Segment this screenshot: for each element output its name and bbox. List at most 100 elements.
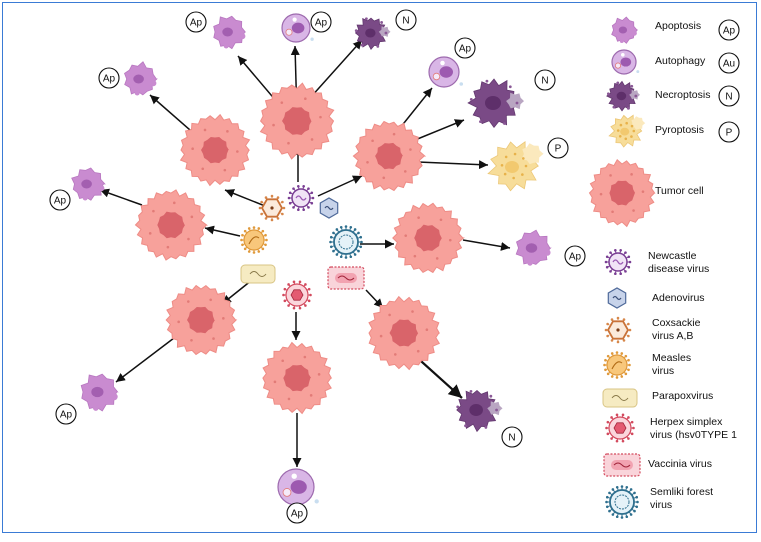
herpes-simplex-virus-icon [282, 280, 312, 310]
badge-ap-left: Ap [49, 189, 71, 211]
legend-adenovirus-label: Adenovirus [652, 292, 705, 304]
legend-badge-n: N [718, 85, 740, 107]
svg-text:Ap: Ap [459, 44, 472, 55]
legend-badge-au: Au [718, 52, 740, 74]
coxsackie-virus-icon [258, 194, 286, 222]
svg-text:N: N [508, 433, 515, 444]
legend-necroptosis-label: Necroptosis [655, 89, 710, 101]
diagram-frame [2, 2, 757, 533]
arrow-upper-left-tumor-to-apoptosis [149, 94, 191, 131]
arrow-right-tumor-to-apoptosis [462, 239, 511, 251]
badge-n-upper-right: N [534, 69, 556, 91]
legend-necroptosis-icon [606, 80, 641, 112]
legend-vaccinia-icon [603, 453, 641, 477]
badge-ap-top-autophagy: Ap [310, 11, 332, 33]
apoptotic-cell-lower-left [80, 373, 119, 412]
badge-ap-upper-left: Ap [98, 67, 120, 89]
tumor-cell-lower-left [165, 284, 238, 356]
apoptotic-cell-top [213, 15, 247, 50]
legend-pyroptosis-label: Pyroptosis [655, 124, 704, 136]
vaccinia-virus-icon [327, 266, 365, 290]
apoptotic-cell-right [515, 229, 552, 266]
arrow-parapox-to-lower-left-tumor [221, 279, 253, 305]
svg-text:N: N [541, 76, 548, 87]
legend-coxsackie-label-2: virus A,B [652, 330, 693, 342]
arrow-adeno-to-upper-right-tumor [317, 175, 363, 197]
tumor-cell-right [392, 202, 465, 274]
svg-text:Ap: Ap [190, 18, 203, 29]
legend-semliki-label: Semliki forest [650, 486, 713, 498]
viruses-layer [240, 185, 365, 310]
legend-semliki-label-2: virus [650, 499, 672, 511]
legend-pyroptosis-icon [608, 114, 646, 148]
svg-text:Au: Au [723, 59, 735, 70]
svg-text:N: N [725, 92, 732, 103]
arrow-upper-right-tumor-to-necroptosis [414, 119, 465, 141]
svg-text:Ap: Ap [103, 74, 116, 85]
tumor-cell-top [259, 82, 335, 160]
legend-coxsackie-label: Coxsackie [652, 317, 701, 329]
adenovirus-icon [319, 197, 339, 219]
legend-badge-ap: Ap [718, 19, 740, 41]
pyroptotic-cell-right [487, 141, 544, 192]
legend-apoptosis-label: Apoptosis [655, 20, 701, 32]
necroptotic-cell-top [354, 17, 391, 51]
svg-text:Ap: Ap [291, 509, 304, 520]
legend-herpes-icon [605, 413, 635, 443]
legend-tumor-cell-label: Tumor cell [655, 185, 704, 197]
legend-badge-p: P [718, 121, 740, 143]
svg-text:Ap: Ap [569, 252, 582, 263]
arrows-layer [99, 39, 511, 467]
legend-newcastle-label: Newcastle [648, 250, 697, 262]
apoptotic-cell-upper-left [124, 61, 158, 96]
arrow-left-tumor-to-apoptosis [99, 188, 143, 206]
badge-ap-upper-right: Ap [454, 37, 476, 59]
svg-text:Ap: Ap [723, 26, 736, 37]
tumor-cell-left [134, 189, 209, 261]
svg-text:P: P [726, 128, 733, 139]
arrow-coxsackie-to-upper-left-tumor [224, 189, 271, 209]
legend-autophagy-icon [611, 49, 640, 75]
badge-ap-lower-left: Ap [55, 403, 77, 425]
arrow-top-tumor-to-necroptosis [309, 39, 363, 99]
legend-parapoxvirus-icon [602, 388, 638, 408]
autophagic-cell-bottom [277, 468, 319, 506]
legend-parapoxvirus-label: Parapoxvirus [652, 390, 713, 402]
badge-p-right: P [547, 137, 569, 159]
svg-text:N: N [402, 16, 409, 27]
badge-n-lower-right: N [501, 426, 523, 448]
tumor-cell-upper-left [179, 113, 251, 187]
arrow-lower-left-tumor-to-apoptosis [115, 337, 175, 383]
parapoxvirus-icon [240, 264, 276, 284]
necroptotic-cell-lower-right [456, 389, 503, 433]
tumor-cell-lower-right [368, 295, 441, 371]
tumor-cell-upper-right [352, 120, 427, 192]
newcastle-virus-icon [287, 185, 315, 211]
legend-semliki-icon [605, 485, 639, 519]
legend-autophagy-label: Autophagy [655, 55, 706, 67]
svg-text:Ap: Ap [54, 196, 67, 207]
legend-herpes-label: Herpex simplex [650, 416, 723, 428]
measles-virus-icon [240, 226, 268, 254]
tumor-cell-bottom [262, 341, 333, 415]
badge-ap-bottom: Ap [286, 502, 308, 524]
svg-text:Ap: Ap [60, 410, 73, 421]
svg-text:Ap: Ap [315, 18, 328, 29]
legend-measles-label: Measles [652, 352, 691, 364]
arrow-upper-right-tumor-to-pyroptosis [417, 160, 489, 170]
legend-measles-icon [603, 351, 631, 379]
arrow-measles-to-left-tumor [204, 225, 241, 237]
legend-adenovirus-icon [607, 287, 627, 309]
legend: Apoptosis Autophagy Necroptosis Pyroptos… [588, 16, 740, 519]
svg-text:P: P [555, 144, 562, 155]
arrow-upper-right-tumor-to-autophagy [399, 87, 433, 129]
cells-layer [71, 13, 552, 506]
legend-coxsackie-icon [604, 316, 632, 344]
apoptotic-cell-left [71, 167, 106, 201]
legend-measles-label-2: virus [652, 365, 674, 377]
badge-n-top: N [395, 9, 417, 31]
legend-newcastle-icon [604, 249, 632, 275]
